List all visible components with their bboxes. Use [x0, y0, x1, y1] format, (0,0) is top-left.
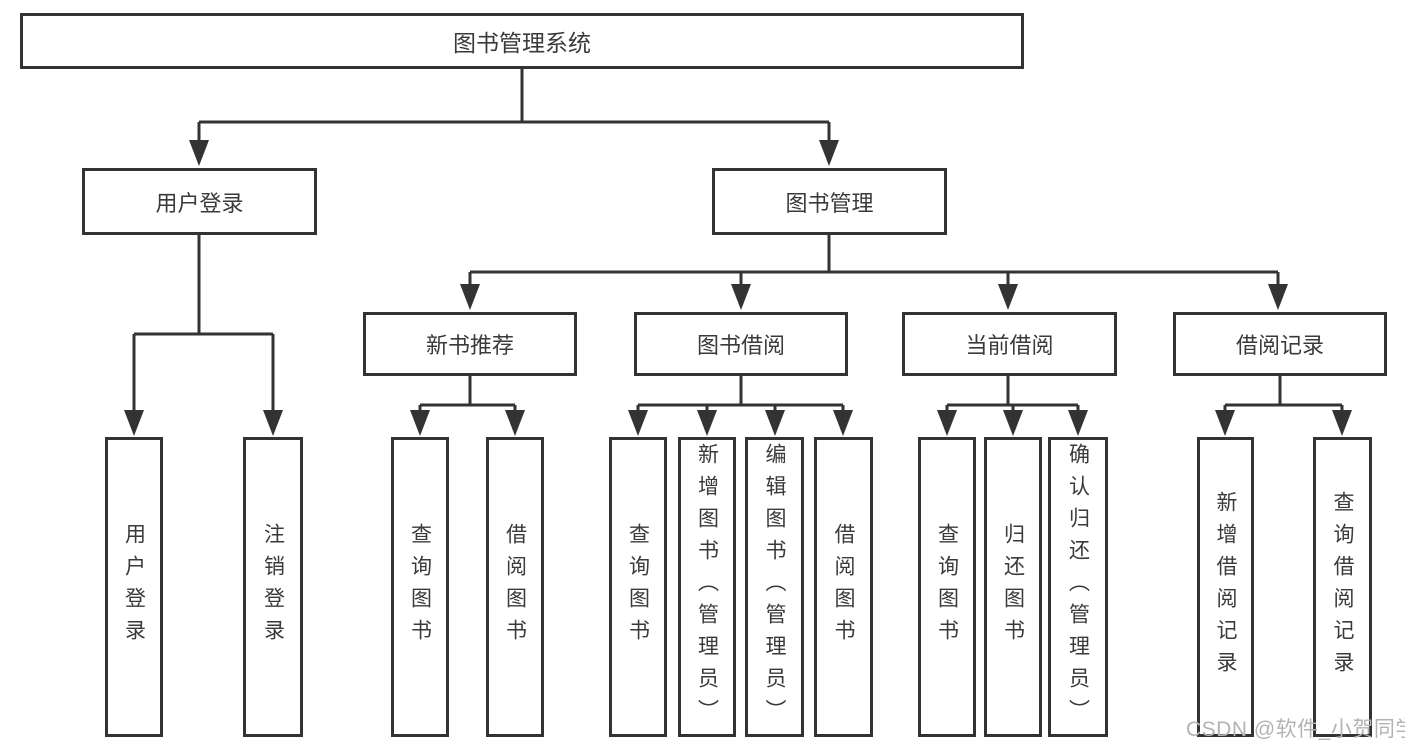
csdn-watermark: CSDN @软件_小贺同学 — [1186, 718, 1405, 741]
connector-lines — [132, 69, 1344, 414]
node-book-management: 图书管理 — [712, 168, 947, 235]
leaf-user-login: 用户登录 — [105, 437, 163, 737]
node-current-borrowing: 当前借阅 — [902, 312, 1117, 376]
node-new-book-recommend: 新书推荐 — [363, 312, 577, 376]
leaf-return-books: 归还图书 — [984, 437, 1042, 737]
node-book-borrowing: 图书借阅 — [634, 312, 848, 376]
leaf-query-books-current: 查询图书 — [918, 437, 976, 737]
leaf-borrow-books-borrow: 借阅图书 — [814, 437, 873, 737]
arrowheads — [124, 140, 1352, 436]
node-root: 图书管理系统 — [20, 13, 1024, 69]
leaf-confirm-return-admin: 确认归还（管理员） — [1048, 437, 1108, 737]
node-user-login: 用户登录 — [82, 168, 317, 235]
leaf-query-borrow-record: 查询借阅记录 — [1313, 437, 1372, 737]
leaf-add-book-admin: 新增图书（管理员） — [678, 437, 736, 737]
leaf-add-borrow-record: 新增借阅记录 — [1197, 437, 1254, 737]
leaf-edit-book-admin: 编辑图书（管理员） — [745, 437, 804, 737]
leaf-logout: 注销登录 — [243, 437, 303, 737]
leaf-query-books-recommend: 查询图书 — [391, 437, 449, 737]
leaf-query-books-borrow: 查询图书 — [609, 437, 667, 737]
node-borrowing-records: 借阅记录 — [1173, 312, 1387, 376]
leaf-borrow-books-recommend: 借阅图书 — [486, 437, 544, 737]
